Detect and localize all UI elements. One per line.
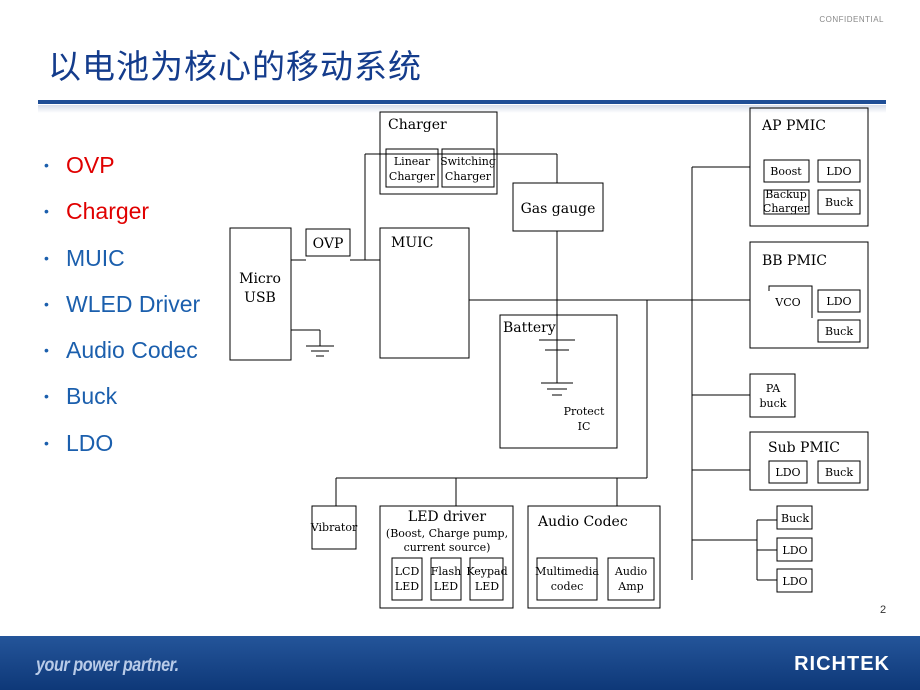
pa-buck-box (749, 373, 796, 418)
multimedia-codec-box (536, 557, 598, 601)
bullet-item: •LDO (44, 429, 114, 456)
switching-charger-label: Switching (440, 155, 496, 168)
standalone-ldo-box-2 (776, 568, 813, 593)
bb-vco-label: VCO (774, 296, 800, 309)
protect-ic-label: Protect (564, 405, 605, 418)
bb-vco-bracket (768, 285, 813, 318)
bb-buck-box (817, 319, 861, 343)
bb-pmic-label: BB PMIC (762, 253, 827, 269)
pa-buck-label-2: buck (760, 397, 787, 410)
ap-boost-box (763, 159, 810, 183)
slide-title: 以电池为核心的移动系统 (48, 47, 422, 86)
linear-charger-label-2: Charger (389, 170, 436, 183)
sub-ldo-box (768, 460, 808, 484)
ovp-label: OVP (313, 236, 344, 252)
title-divider-shadow (38, 105, 886, 113)
ap-backup-charger-box (763, 189, 810, 215)
audio-codec-label: Audio Codec (537, 514, 628, 530)
ap-pmic-box (749, 107, 869, 227)
battery-label: Battery (503, 320, 556, 336)
bullet-item: •Buck (44, 383, 118, 410)
ovp-box (305, 228, 351, 257)
charger-box (379, 111, 498, 195)
gas-gauge-label: Gas gauge (521, 201, 596, 217)
battery-box (499, 314, 618, 449)
micro-usb-label: Micro (239, 271, 281, 287)
switching-charger-box (441, 148, 495, 188)
lcd-led-label-2: LED (395, 580, 419, 593)
audio-amp-box (607, 557, 655, 601)
led-driver-desc-2: current source) (404, 541, 491, 554)
bullet-item: •Charger (44, 198, 150, 225)
ap-backup-label: Backup (765, 188, 807, 201)
multimedia-codec-label-2: codec (551, 580, 584, 593)
brand-logo: RICHTEK (794, 653, 890, 675)
linear-charger-box (385, 148, 439, 188)
bb-ldo-label: LDO (826, 295, 851, 308)
sub-pmic-label: Sub PMIC (768, 440, 840, 456)
flash-led-box (430, 557, 462, 601)
sub-buck-box (817, 460, 861, 484)
ap-buck-box (817, 189, 861, 215)
ap-ldo-label: LDO (826, 165, 851, 178)
tagline: your power partner. (36, 655, 179, 676)
keypad-led-label-2: LED (475, 580, 499, 593)
micro-usb-label-2: USB (244, 290, 276, 306)
led-driver-desc: (Boost, Charge pump, (386, 527, 508, 540)
ap-buck-label: Buck (825, 196, 853, 209)
linear-charger-label: Linear (394, 155, 431, 168)
multimedia-codec-label: Multimedia (535, 565, 599, 578)
keypad-led-label: Keypad (466, 565, 507, 578)
bullet-item: •Audio Codec (44, 337, 198, 364)
footer-bar: your power partner. RICHTEK (0, 636, 920, 690)
muic-box (379, 227, 470, 359)
standalone-buck-label: Buck (781, 512, 809, 525)
bb-buck-label: Buck (825, 325, 853, 338)
ap-pmic-label: AP PMIC (761, 118, 826, 134)
confidential-label: CONFIDENTIAL (819, 15, 884, 24)
flash-led-label-2: LED (434, 580, 458, 593)
ap-charger-label: Charger (763, 202, 810, 215)
micro-usb-box (229, 227, 292, 361)
page-number: 2 (880, 604, 887, 616)
bullet-item: •OVP (44, 152, 115, 178)
charger-label: Charger (388, 117, 447, 133)
audio-amp-label: Audio (614, 565, 648, 578)
pa-buck-label: PA (766, 382, 781, 395)
switching-charger-label-2: Charger (445, 170, 492, 183)
lcd-led-label: LCD (395, 565, 420, 578)
led-driver-label: LED driver (408, 509, 487, 525)
bullet-list: •OVP •Charger •MUIC •WLED Driver •Audio … (44, 152, 200, 476)
bullet-item: •WLED Driver (44, 290, 201, 317)
keypad-led-box (469, 557, 504, 601)
ap-boost-label: Boost (770, 165, 802, 178)
sub-buck-label: Buck (825, 466, 853, 479)
led-driver-box (379, 505, 514, 609)
gas-gauge-box (512, 182, 604, 232)
protect-ic-label-2: IC (578, 420, 591, 433)
standalone-ldo-label-1: LDO (782, 544, 807, 557)
bullet-item: •MUIC (44, 244, 125, 271)
flash-led-label: Flash (431, 565, 461, 578)
standalone-buck-box (776, 505, 813, 530)
standalone-ldo-label-2: LDO (782, 575, 807, 588)
title-divider (38, 100, 886, 104)
audio-codec-box (527, 505, 661, 609)
muic-label: MUIC (391, 235, 433, 251)
wires (291, 153, 777, 581)
ap-ldo-box (817, 159, 861, 183)
vibrator-box (311, 505, 357, 550)
bb-ldo-box (817, 289, 861, 313)
lcd-led-box (391, 557, 423, 601)
vibrator-label: Vibrator (310, 521, 358, 534)
standalone-ldo-box-1 (776, 537, 813, 562)
bb-pmic-box (749, 241, 869, 349)
sub-pmic-box (749, 431, 869, 491)
sub-ldo-label: LDO (775, 466, 800, 479)
audio-amp-label-2: Amp (617, 580, 643, 593)
